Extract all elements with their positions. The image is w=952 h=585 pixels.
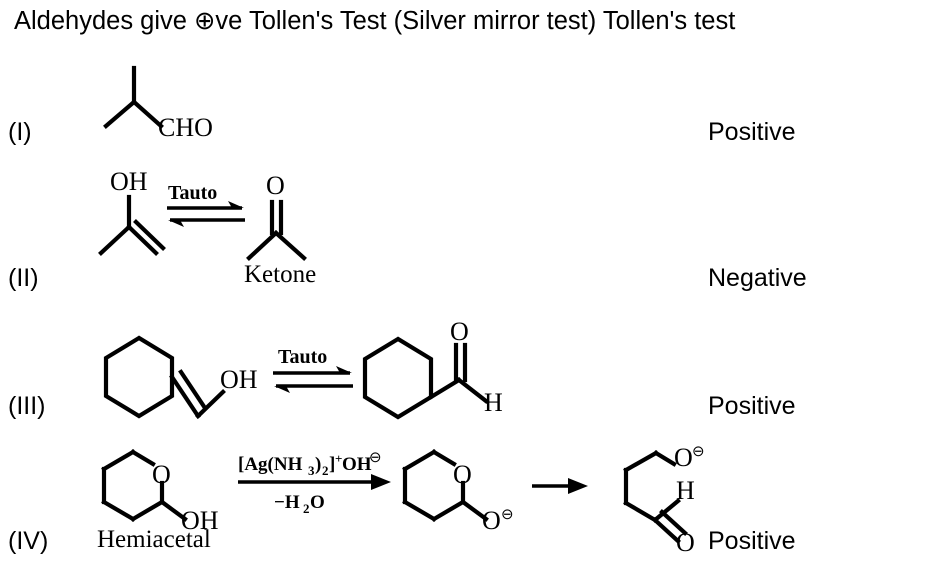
row-numeral-2: (II) <box>8 264 39 292</box>
result-label-1: Positive <box>708 118 796 146</box>
atom-label-o-aldehyde-3: O <box>450 317 469 346</box>
structure-isobutyraldehyde: CHO <box>95 58 265 148</box>
result-label-3: Positive <box>708 392 796 420</box>
reaction-arrow-tollens-reagent: [Ag(NH 3 ) 2 ] + OH ⊖ −H 2 O <box>236 450 406 520</box>
page-title: Aldehydes give ⊕ve Tollen's Test (Silver… <box>14 7 736 35</box>
structure-cyclic-hemiacetal: O OH Hemiacetal <box>95 443 250 553</box>
row-numeral-1: (I) <box>8 118 32 146</box>
reagent-label-prefix: [Ag(NH <box>238 454 303 475</box>
structure-cyclohexanecarbaldehyde: O H <box>358 312 528 422</box>
reagent-below-prefix: −H <box>274 492 300 513</box>
reagent-label-sub2: 2 <box>322 463 329 478</box>
atom-label-o-ring-hemiacetal: O <box>152 460 171 489</box>
caption-hemiacetal: Hemiacetal <box>97 526 211 553</box>
reagent-label-mid: ) <box>315 454 321 475</box>
reagent-label-sub1: 3 <box>308 463 315 478</box>
atom-label-o-acetone: O <box>266 171 285 200</box>
structure-cyclic-alkoxide: O O ⊖ <box>396 443 536 543</box>
atom-label-o-carbonyl-open: O <box>676 528 695 557</box>
atom-label-o-ring-alkoxide: O <box>453 460 472 489</box>
equilibrium-arrow-tauto-3: Tauto <box>272 345 367 400</box>
reagent-label-superscript-plus: + <box>335 451 342 466</box>
result-label-2: Negative <box>708 264 807 292</box>
structure-acetone: O Ketone <box>240 170 370 288</box>
row-numeral-4: (IV) <box>8 527 49 555</box>
reagent-label-tail: OH <box>342 454 372 475</box>
atom-label-oh-enol-3: OH <box>220 365 258 394</box>
atom-charge-alkoxide-minus: ⊖ <box>501 507 514 523</box>
atom-label-oh-hemiacetal: OH <box>181 506 219 535</box>
structure-propen-2-ol-enol: OH <box>95 165 205 275</box>
atom-charge-open-minus: ⊖ <box>692 444 705 460</box>
atom-label-cho: CHO <box>158 113 213 142</box>
atom-label-h-aldehyde-3: H <box>484 388 503 417</box>
reagent-label-charge-minus: ⊖ <box>369 450 382 466</box>
reagent-below-suffix: O <box>310 492 325 513</box>
reaction-arrow-plain <box>530 472 600 502</box>
atom-label-o-alkoxide: O <box>482 506 501 535</box>
arrow-label-tauto-3: Tauto <box>278 346 327 368</box>
reagent-below-sub: 2 <box>303 501 310 516</box>
atom-label-o-alkoxide-open: O <box>674 443 693 472</box>
structure-cyclohexylidene-methanol: OH <box>95 330 280 420</box>
row-numeral-3: (III) <box>8 392 46 420</box>
atom-label-h-open: H <box>676 476 695 505</box>
result-label-4: Positive <box>708 527 796 555</box>
reagent-label-suffix: ] <box>329 454 335 475</box>
caption-ketone: Ketone <box>244 261 316 288</box>
equilibrium-arrow-tauto-2: Tauto <box>166 182 256 237</box>
structure-open-chain-hydroxy-aldehyde: O ⊖ H O <box>596 443 736 557</box>
atom-label-oh-enol: OH <box>110 167 148 196</box>
arrow-label-tauto-2: Tauto <box>168 182 217 204</box>
